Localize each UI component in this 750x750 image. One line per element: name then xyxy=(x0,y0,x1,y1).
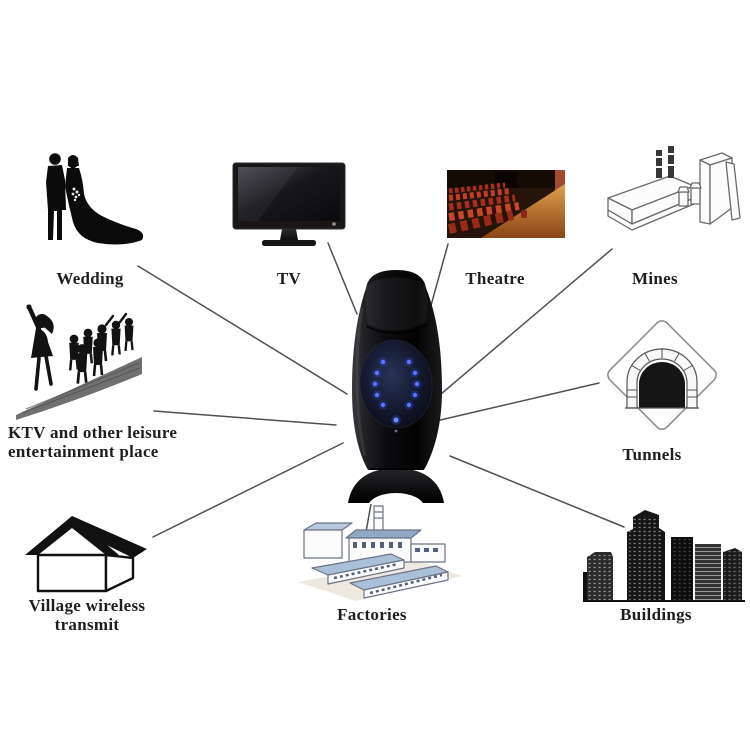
led-dots xyxy=(370,357,422,433)
factories-icon xyxy=(298,505,462,601)
connector-ktv xyxy=(153,410,337,426)
connector-buildings xyxy=(449,455,625,528)
village-label: Village wireless transmit xyxy=(12,596,162,634)
wedding-couple-icon xyxy=(46,153,144,245)
tunnels-label: Tunnels xyxy=(622,445,682,464)
connector-village xyxy=(152,442,344,538)
buildings-icon xyxy=(583,510,745,602)
mines-icon xyxy=(607,146,741,231)
connector-tv xyxy=(327,242,358,315)
connector-tunnels xyxy=(435,382,600,422)
wedding-label: Wedding xyxy=(56,269,124,288)
tv-icon xyxy=(232,162,346,246)
mines-label: Mines xyxy=(632,269,678,288)
village-house-icon xyxy=(25,516,147,593)
connector-factories xyxy=(365,503,372,533)
village-label-line1: Village wireless xyxy=(28,596,146,615)
ktv-label: KTV and other leisure entertainment plac… xyxy=(8,423,238,461)
signal-transmitter-device xyxy=(348,270,444,504)
theatre-photo xyxy=(447,170,565,238)
buildings-label: Buildings xyxy=(620,605,692,624)
ktv-label-line2: entertainment place xyxy=(8,442,159,461)
tunnels-icon xyxy=(607,320,717,430)
village-label-line2: transmit xyxy=(54,615,120,634)
factories-label: Factories xyxy=(337,605,407,624)
tv-label: TV xyxy=(276,269,302,288)
connector-mines xyxy=(440,248,613,395)
theatre-label: Theatre xyxy=(465,269,525,288)
ktv-crowd-icon xyxy=(16,304,142,420)
connector-wedding xyxy=(137,265,348,395)
ktv-label-line1: KTV and other leisure xyxy=(8,423,178,442)
